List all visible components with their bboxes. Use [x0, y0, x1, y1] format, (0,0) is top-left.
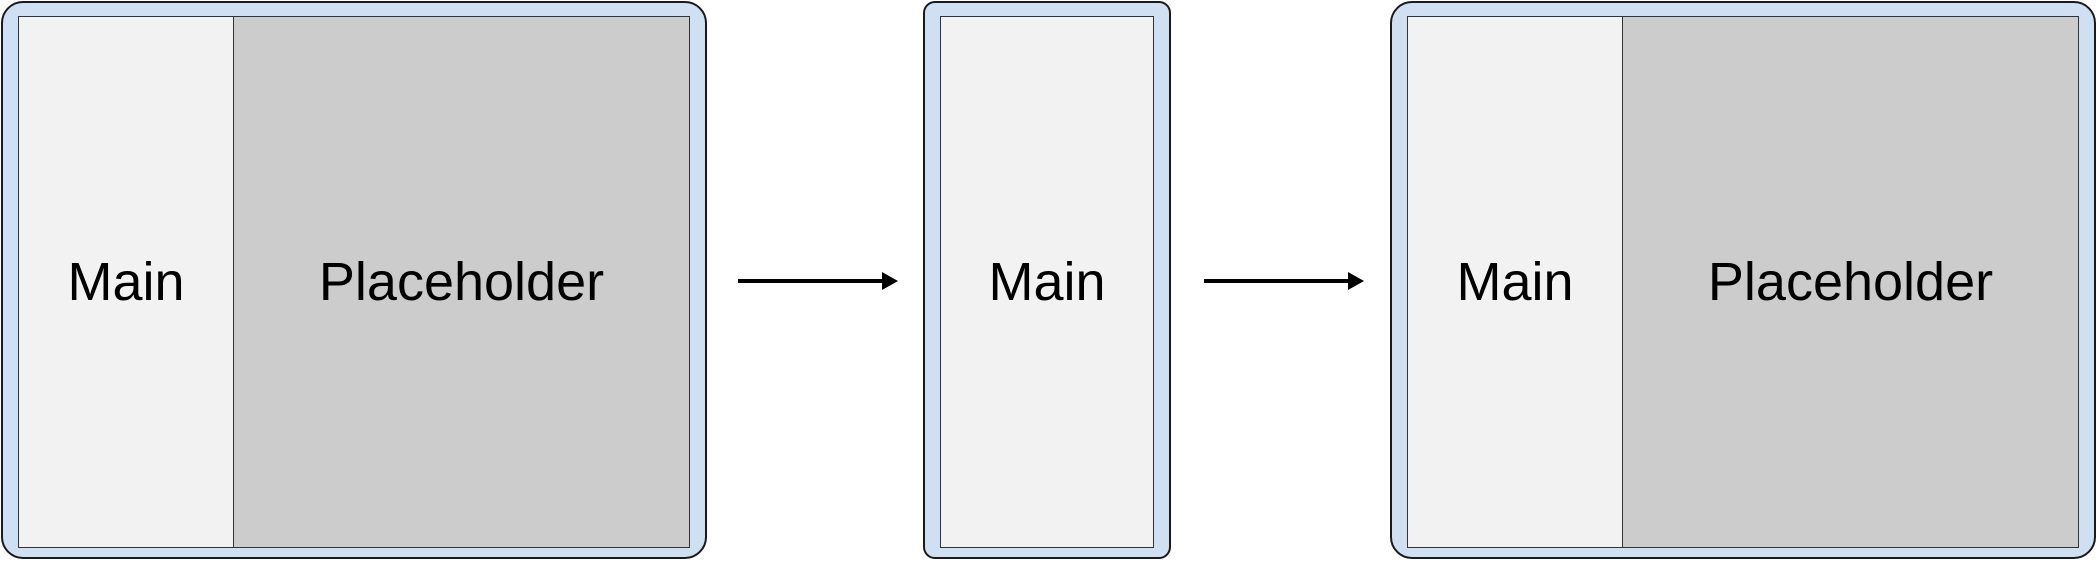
device-2-screen: Main [940, 16, 1154, 548]
arrow-right-icon [1204, 272, 1364, 290]
main-pane: Main [19, 17, 233, 547]
device-1: Main Placeholder [1, 1, 707, 559]
device-1-screen: Main Placeholder [18, 16, 690, 548]
main-pane: Main [941, 17, 1153, 547]
device-2: Main [923, 1, 1171, 559]
main-label: Main [67, 252, 185, 312]
main-label: Main [988, 252, 1106, 312]
placeholder-pane: Placeholder [233, 17, 689, 547]
arrow-right-icon [738, 272, 898, 290]
device-3: Main Placeholder [1390, 1, 2096, 559]
placeholder-label: Placeholder [1707, 252, 1994, 312]
device-3-screen: Main Placeholder [1407, 16, 2079, 548]
placeholder-pane: Placeholder [1622, 17, 2078, 547]
main-label: Main [1456, 252, 1574, 312]
main-pane: Main [1408, 17, 1622, 547]
placeholder-label: Placeholder [318, 252, 605, 312]
